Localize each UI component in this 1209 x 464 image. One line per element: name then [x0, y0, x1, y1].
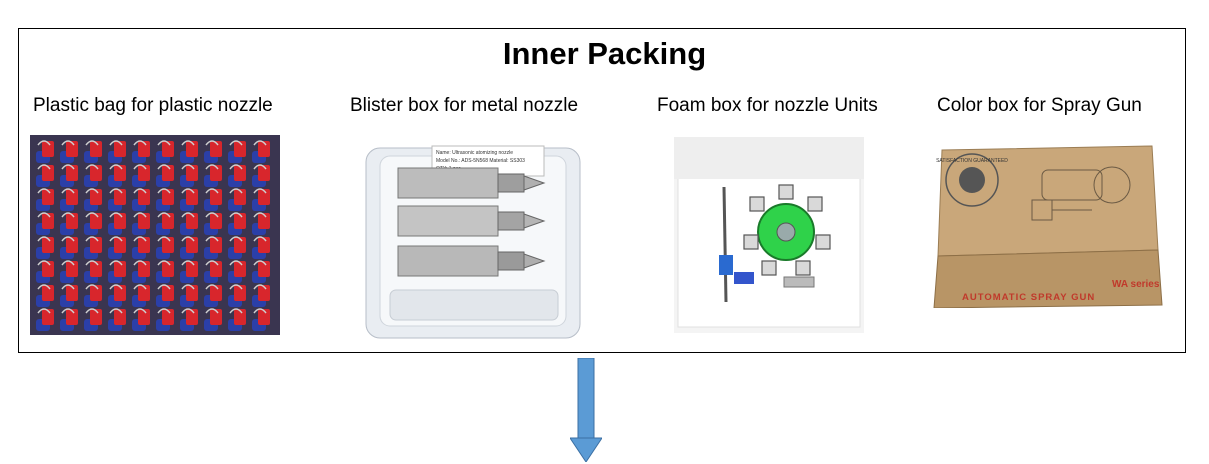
caption-blister-box: Blister box for metal nozzle: [350, 95, 579, 116]
box-series-text: WA series: [1112, 279, 1160, 290]
color-box-photo: SATISFACTION GUARANTEED WA series AUTOMA…: [933, 145, 1163, 308]
metal-nozzle-2: [397, 205, 546, 237]
box-product-text: AUTOMATIC SPRAY GUN: [962, 292, 1095, 303]
blister-box-photo: Name: Ultrasonic atomizing nozzle Model …: [365, 145, 581, 339]
metal-nozzle-1: [397, 167, 546, 199]
caption-plastic-bag: Plastic bag for plastic nozzle: [33, 95, 273, 116]
plastic-bag-photo: [30, 135, 280, 335]
down-arrow-icon: [570, 358, 602, 462]
caption-color-box: Color box for Spray Gun: [937, 95, 1142, 116]
page-title: Inner Packing: [502, 36, 707, 71]
blister-label-line2: Model No.: ADS-5N568 Material: SS303: [436, 158, 525, 164]
seal-text: SATISFACTION GUARANTEED: [936, 158, 1008, 164]
caption-foam-box: Foam box for nozzle Units: [657, 95, 878, 116]
metal-nozzle-3: [397, 245, 546, 277]
blister-label-line1: Name: Ultrasonic atomizing nozzle: [436, 150, 513, 156]
foam-box-photo: [674, 137, 864, 333]
inner-packing-frame: [18, 28, 1186, 353]
